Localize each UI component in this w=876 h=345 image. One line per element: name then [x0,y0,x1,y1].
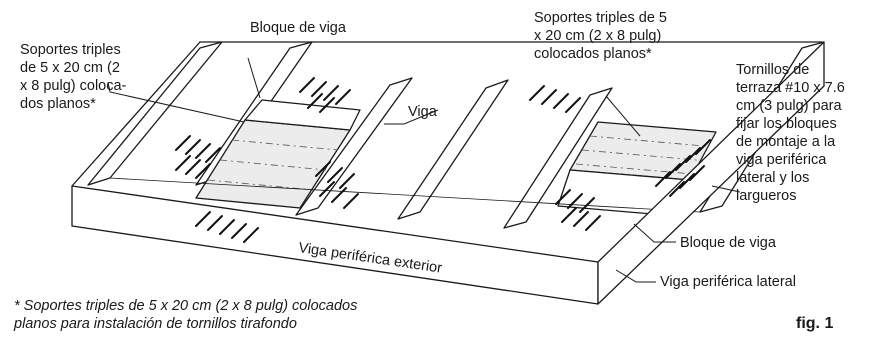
joist-4 [397,79,509,220]
label-lateral-rim-joist: Viga periférica lateral [660,274,796,290]
label-triple-support-right: Soportes triples de 5 x 20 cm (2 x 8 pul… [534,10,671,62]
label-joist-block-right: Bloque de viga [680,235,777,251]
leader-rim-lateral [615,269,656,283]
label-triple-support-left: Soportes triples de 5 x 20 cm (2 x 8 pul… [20,42,130,112]
leader-block-right [633,223,676,243]
screw-cluster-4 [195,211,259,243]
screw-cluster-1 [175,135,221,179]
leader-screws [711,185,741,193]
label-deck-screws: Tornillos de terraza #10 x 7.6 cm (3 pul… [736,62,849,204]
screw-cluster-6 [555,189,601,231]
screw-cluster-7 [655,139,711,197]
leader-joist [384,109,439,125]
leader-triple-left [107,81,245,123]
joist-3 [295,77,413,216]
footnote: * Soportes triples de 5 x 20 cm (2 x 8 p… [13,298,361,332]
screw-cluster-2 [299,77,351,113]
label-joist: Viga [408,104,438,120]
leader-block-top [247,57,261,99]
rim-back-edge [71,41,201,187]
figure-label: fig. 1 [796,315,833,332]
label-joist-block-top: Bloque de viga [250,20,347,36]
joist-block-left [244,99,361,131]
screw-cluster-3 [315,161,359,209]
lateral-rim-joist-face [597,41,825,305]
screw-cluster-5 [529,85,581,113]
joist-5 [503,87,613,229]
leader-triple-right [605,95,641,137]
